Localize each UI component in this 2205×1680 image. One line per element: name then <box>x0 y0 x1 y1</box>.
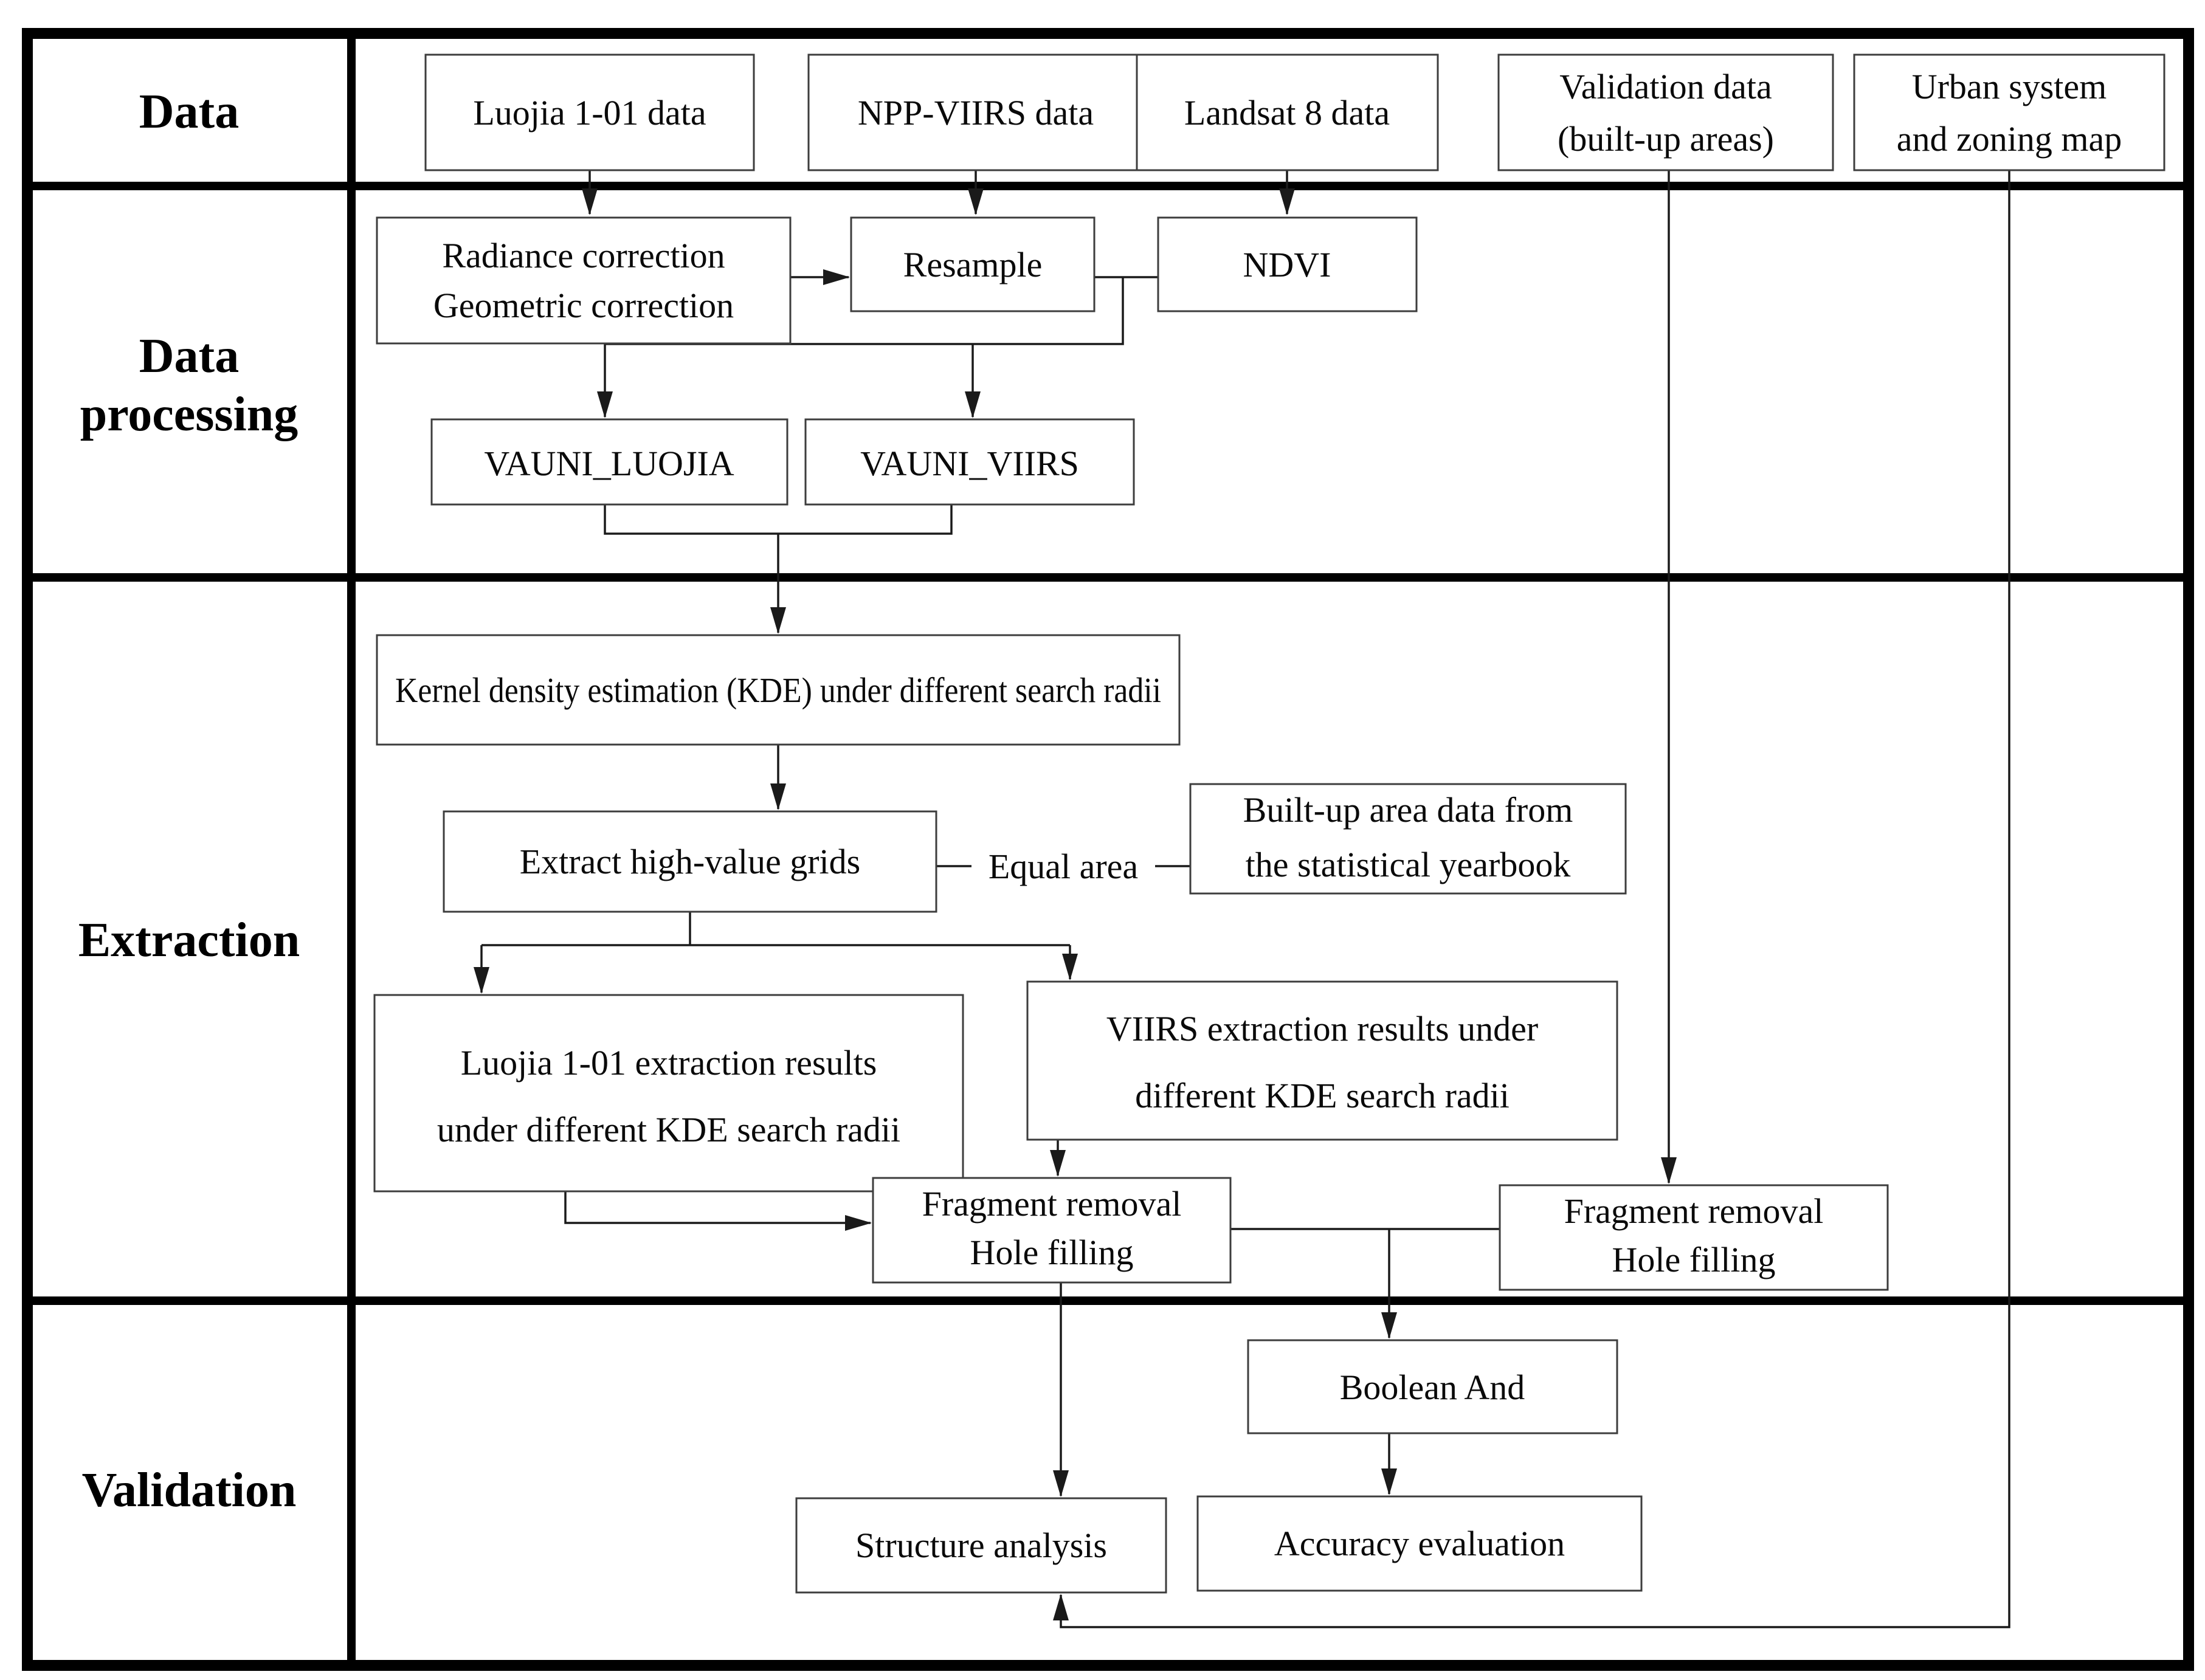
node-vauni-luojia-box <box>430 418 788 506</box>
node-extract-grids-box <box>443 810 937 913</box>
node-luojia-data-box <box>424 53 755 171</box>
node-fragment-right-line2: Hole filling <box>1612 1240 1775 1279</box>
node-boolean-and-box <box>1247 1339 1618 1434</box>
node-luojia-results-box <box>373 994 964 1193</box>
row-label-data-processing-line1: Data <box>139 329 239 383</box>
node-extract-grids: Extract high-value grids <box>443 810 937 913</box>
arrow-luojia-results-to-fragment-left <box>564 1191 872 1231</box>
equal-area-label-background <box>971 841 1155 892</box>
node-urban-map-line1: Urban system <box>1912 67 2107 106</box>
node-fragment-right-line1: Fragment removal <box>1564 1191 1824 1231</box>
node-fragment-right-box <box>1499 1184 1889 1291</box>
node-landsat-data-label: Landsat 8 data <box>1184 93 1390 133</box>
node-extract-grids-label: Extract high-value grids <box>520 842 861 881</box>
node-luojia-results: Luojia 1-01 extraction results under dif… <box>373 994 964 1193</box>
node-landsat-data: Landsat 8 data <box>1136 53 1439 171</box>
node-vauni-luojia: VAUNI_LUOJIA <box>430 418 788 506</box>
node-resample-label: Resample <box>903 245 1043 284</box>
node-boolean-and: Boolean And <box>1247 1339 1618 1434</box>
node-viirs-results: VIIRS extraction results under different… <box>1026 980 1618 1141</box>
node-validation-data-box <box>1497 53 1834 171</box>
node-fragment-left-box <box>872 1177 1232 1284</box>
node-luojia-data: Luojia 1-01 data <box>424 53 755 171</box>
node-kde: Kernel density estimation (KDE) under di… <box>376 634 1181 746</box>
node-structure-analysis-box <box>795 1497 1167 1594</box>
node-npp-data: NPP-VIIRS data <box>807 53 1144 171</box>
node-vauni-viirs-box <box>804 418 1135 506</box>
row-label-extraction: Extraction <box>78 914 300 967</box>
table-frame <box>22 28 2194 1671</box>
node-fragment-right: Fragment removal Hole filling <box>1499 1184 1889 1291</box>
node-builtup-yearbook: Built-up area data from the statistical … <box>1189 783 1627 895</box>
line-extract-branch <box>481 912 1070 946</box>
row-label-data: Data <box>139 85 239 139</box>
connector-label-equal-area: Equal area <box>971 841 1155 892</box>
node-vauni-viirs-label: VAUNI_VIIRS <box>860 444 1079 483</box>
node-luojia-results-line2: under different KDE search radii <box>437 1110 900 1149</box>
node-kde-label: Kernel density estimation (KDE) under di… <box>395 670 1161 710</box>
node-luojia-results-line1: Luojia 1-01 extraction results <box>461 1043 877 1083</box>
equal-area-label: Equal area <box>989 847 1138 886</box>
node-builtup-yearbook-box <box>1189 783 1627 895</box>
node-viirs-results-line1: VIIRS extraction results under <box>1106 1009 1538 1048</box>
node-builtup-yearbook-line1: Built-up area data from <box>1243 790 1573 830</box>
node-accuracy-evaluation: Accuracy evaluation <box>1196 1495 1643 1592</box>
node-landsat-data-box <box>1136 53 1439 171</box>
node-structure-analysis: Structure analysis <box>795 1497 1167 1594</box>
node-npp-data-label: NPP-VIIRS data <box>858 93 1094 133</box>
node-viirs-results-box <box>1026 980 1618 1141</box>
node-fragment-left-line1: Fragment removal <box>922 1184 1182 1224</box>
node-correction-line2: Geometric correction <box>433 286 734 325</box>
row-label-data-processing-line2: processing <box>80 388 298 441</box>
node-accuracy-evaluation-box <box>1196 1495 1643 1592</box>
node-vauni-luojia-label: VAUNI_LUOJIA <box>484 444 734 483</box>
node-fragment-left: Fragment removal Hole filling <box>872 1177 1232 1284</box>
row-labels: Data Data processing Extraction Validati… <box>78 85 300 1517</box>
node-resample: Resample <box>850 216 1096 312</box>
node-resample-box <box>850 216 1096 312</box>
node-ndvi-label: NDVI <box>1243 245 1331 284</box>
node-viirs-results-line2: different KDE search radii <box>1135 1076 1510 1115</box>
node-fragment-left-line2: Hole filling <box>970 1233 1133 1272</box>
node-urban-map: Urban system and zoning map <box>1853 53 2165 171</box>
node-correction: Radiance correction Geometric correction <box>376 216 792 345</box>
node-boolean-and-label: Boolean And <box>1340 1368 1525 1407</box>
node-luojia-data-label: Luojia 1-01 data <box>473 93 706 133</box>
node-urban-map-line2: and zoning map <box>1897 119 2122 159</box>
row-label-validation: Validation <box>82 1464 297 1517</box>
node-npp-data-box <box>807 53 1144 171</box>
node-kde-box <box>376 634 1181 746</box>
node-vauni-viirs: VAUNI_VIIRS <box>804 418 1135 506</box>
arrow-urban-map-to-structure <box>1053 170 2010 1628</box>
node-validation-data: Validation data (built-up areas) <box>1497 53 1834 171</box>
node-correction-box <box>376 216 792 345</box>
node-structure-analysis-label: Structure analysis <box>855 1526 1107 1565</box>
node-ndvi-box <box>1157 216 1418 312</box>
node-validation-data-line1: Validation data <box>1559 67 1772 106</box>
outer-border <box>22 28 2194 1671</box>
node-correction-line1: Radiance correction <box>442 236 725 275</box>
node-accuracy-evaluation-label: Accuracy evaluation <box>1274 1524 1565 1563</box>
node-urban-map-box <box>1853 53 2165 171</box>
node-ndvi: NDVI <box>1157 216 1418 312</box>
node-validation-data-line2: (built-up areas) <box>1558 119 1774 159</box>
node-builtup-yearbook-line2: the statistical yearbook <box>1246 845 1571 884</box>
line-vauni-merge-bracket <box>604 504 953 535</box>
